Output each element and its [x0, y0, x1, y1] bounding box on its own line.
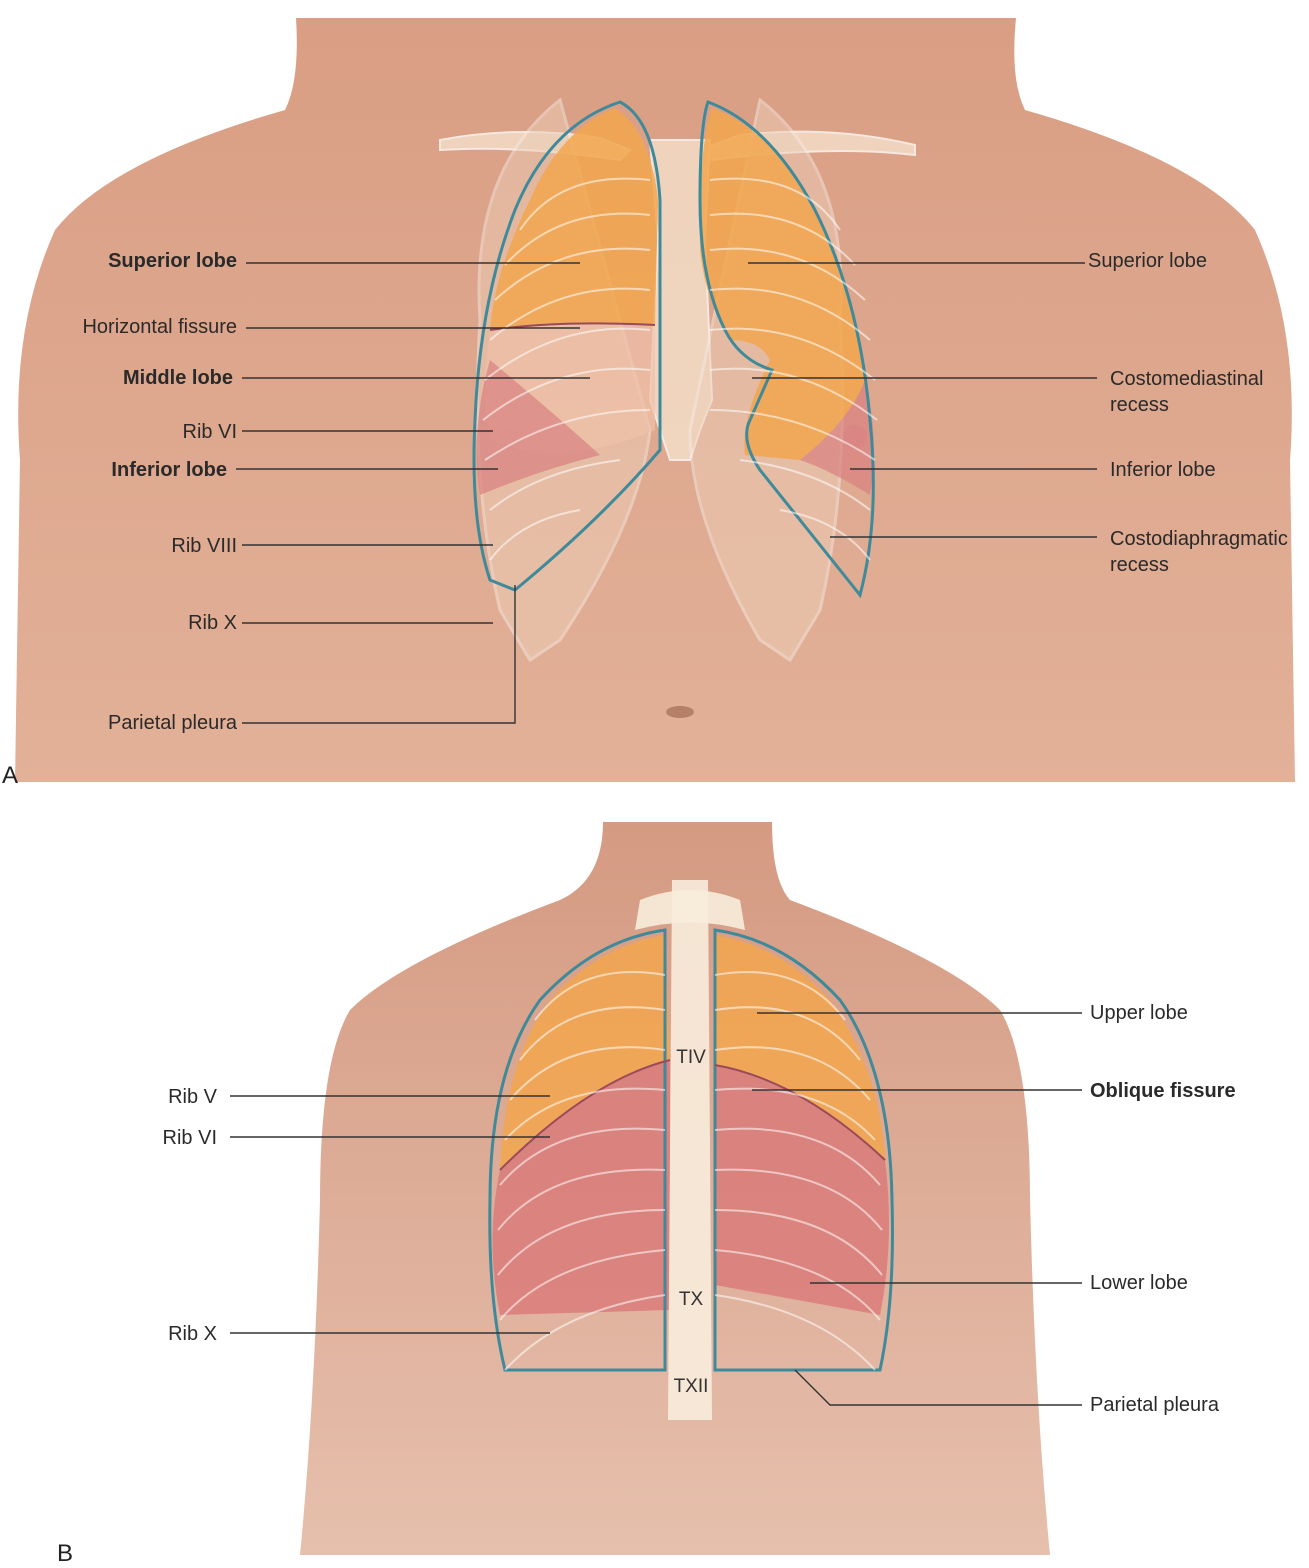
panel-a-lungs — [472, 100, 875, 599]
panel-a-ribs — [482, 177, 878, 561]
label-a-costodiaphragmatic-recess: Costodiaphragmatic recess — [1110, 528, 1288, 576]
label-a-superior-lobe-left: Superior lobe — [108, 250, 237, 272]
back-left-upper-lobe — [715, 935, 885, 1160]
front-right-superior-lobe — [490, 108, 658, 330]
label-b-rib-vi: Rib VI — [162, 1127, 217, 1149]
panel-b-leader-lines — [230, 1012, 1082, 1406]
label-b-rib-v: Rib V — [168, 1086, 217, 1108]
label-b-parietal-pleura: Parietal pleura — [1090, 1394, 1219, 1416]
panel-a-leader-lines — [236, 262, 1097, 724]
back-right-lower-lobe — [492, 1060, 670, 1315]
panel-letter-a: A — [2, 762, 19, 789]
front-right-inferior-lobe — [476, 360, 600, 495]
label-a-horizontal-fissure: Horizontal fissure — [82, 316, 237, 338]
front-right-pleura — [472, 100, 662, 592]
panel-letter-b: B — [57, 1540, 74, 1567]
label-a-middle-lobe: Middle lobe — [123, 367, 233, 389]
label-a-superior-lobe-right: Superior lobe — [1088, 250, 1207, 272]
vertebra-label-tiv: TIV — [676, 1047, 706, 1068]
label-a-costomediastinal-recess: Costomediastinal recess — [1110, 368, 1264, 416]
back-right-pleura — [488, 928, 667, 1372]
label-b-lower-lobe: Lower lobe — [1090, 1272, 1188, 1294]
label-a-rib-viii: Rib VIII — [171, 535, 237, 557]
vertebra-label-txii: TXII — [673, 1376, 709, 1397]
label-a-parietal-pleura: Parietal pleura — [108, 712, 237, 734]
panel-b-ribs — [497, 971, 883, 1371]
label-a-rib-x: Rib X — [188, 612, 237, 634]
label-b-upper-lobe: Upper lobe — [1090, 1002, 1188, 1024]
navel — [666, 706, 694, 718]
label-a-inferior-lobe-right: Inferior lobe — [1110, 459, 1216, 481]
label-a-rib-vi: Rib VI — [182, 421, 237, 443]
label-a-inferior-lobe-left: Inferior lobe — [111, 459, 227, 481]
label-b-oblique-fissure: Oblique fissure — [1090, 1080, 1236, 1102]
front-left-superior-lobe — [699, 108, 865, 460]
back-left-pleura — [713, 928, 894, 1372]
vertebra-label-tx: TX — [678, 1289, 704, 1310]
panel-b-spine — [635, 880, 745, 1420]
label-b-rib-x: Rib X — [168, 1323, 217, 1345]
